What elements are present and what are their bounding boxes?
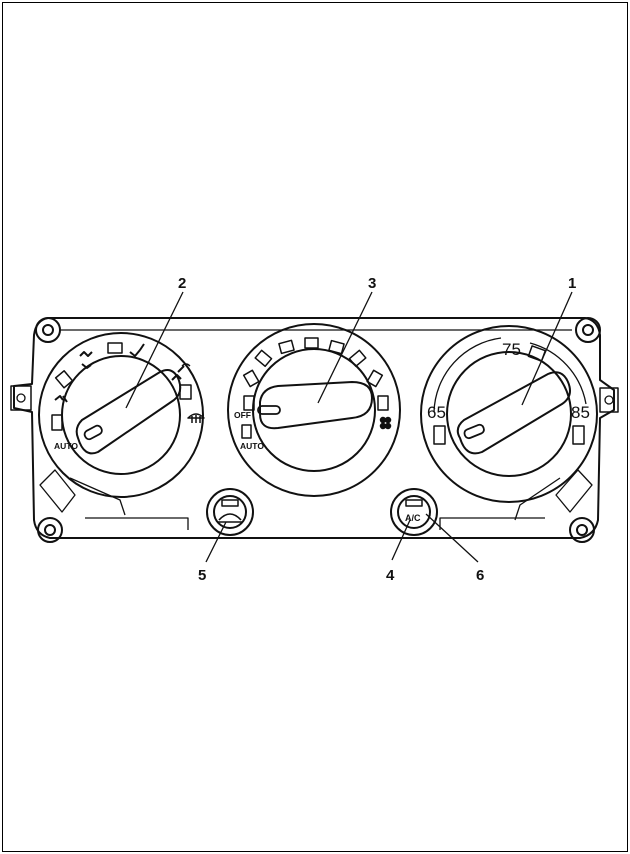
recirc-button[interactable] [206, 488, 254, 536]
leader-lines [125, 291, 573, 563]
fan-icon [379, 416, 392, 430]
callout-3: 3 [368, 275, 376, 292]
mode-auto-label: AUTO [54, 441, 78, 451]
temp-high-label: 85 [571, 403, 590, 422]
bilevel-icon [79, 351, 93, 369]
ac-button-label: A/C [405, 513, 421, 523]
mount-bottom-left [37, 469, 126, 543]
temp-low-label: 65 [427, 403, 446, 422]
callout-5: 5 [198, 567, 206, 584]
mount-bottom-right [514, 469, 595, 543]
temp-knob[interactable] [456, 371, 571, 455]
fan-dial-indicators [241, 337, 389, 439]
ac-button[interactable] [390, 488, 438, 536]
temp-mid-label: 75 [502, 340, 521, 359]
left-tab [10, 385, 32, 411]
temp-dial [420, 325, 598, 503]
callout-6: 6 [476, 567, 484, 584]
mount-top-left [35, 317, 61, 343]
mode-dial [38, 332, 204, 498]
fan-knob[interactable] [257, 381, 373, 430]
floor-icon [129, 343, 145, 357]
callout-4: 4 [386, 567, 395, 584]
fan-off-label: OFF [234, 410, 251, 420]
callout-2: 2 [178, 275, 186, 292]
callout-1: 1 [568, 275, 576, 292]
ac-indicator-light [405, 499, 423, 507]
panel-outline [13, 317, 615, 539]
right-tab [599, 387, 619, 413]
mode-knob[interactable] [75, 369, 182, 455]
defrost-icon [187, 413, 205, 423]
mount-top-right [575, 317, 601, 343]
vent-icon [54, 395, 68, 403]
fan-auto-label: AUTO [240, 441, 264, 451]
recirculation-icon [217, 513, 243, 523]
